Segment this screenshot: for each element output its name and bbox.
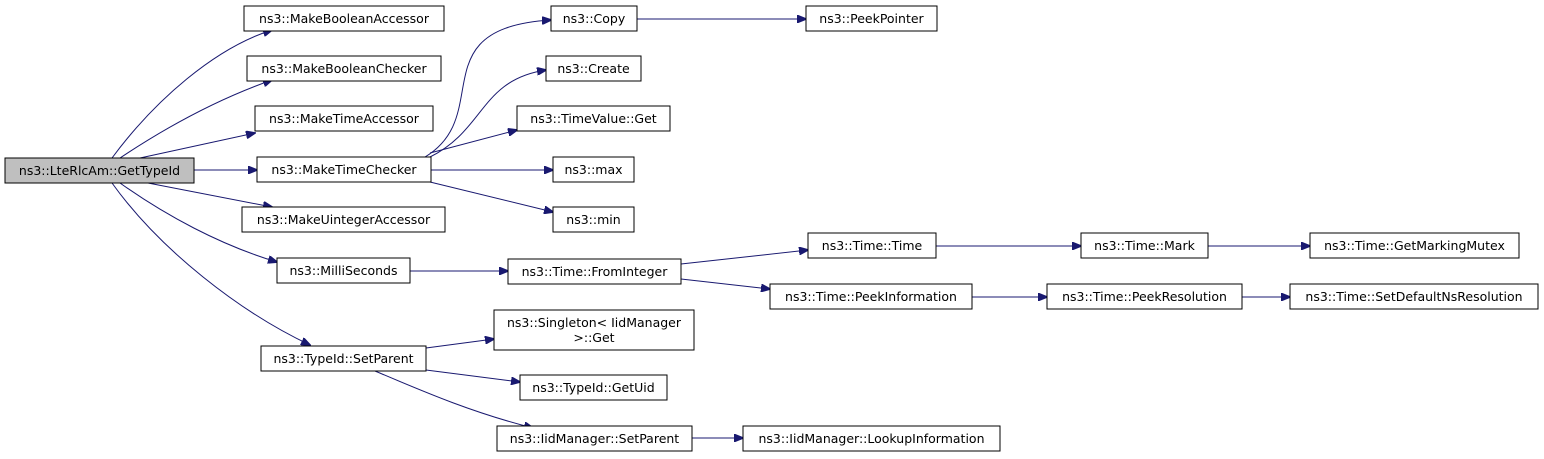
node-max[interactable]: ns3::max xyxy=(552,156,635,183)
node-singleton-get-label-line2: >::Get xyxy=(573,330,614,345)
node-make-boolean-accessor[interactable]: ns3::MakeBooleanAccessor xyxy=(243,5,445,32)
node-time-time-label: ns3::Time::Time xyxy=(822,238,923,253)
node-copy[interactable]: ns3::Copy xyxy=(550,5,638,32)
node-iidmanager-lookup-information-label: ns3::IidManager::LookupInformation xyxy=(758,431,984,446)
node-typeid-setparent[interactable]: ns3::TypeId::SetParent xyxy=(260,345,427,372)
edge-setparent-iidmanager-setparent xyxy=(374,370,533,428)
node-max-label: ns3::max xyxy=(564,162,622,177)
node-time-peek-information-label: ns3::Time::PeekInformation xyxy=(785,289,957,304)
node-milliseconds[interactable]: ns3::MilliSeconds xyxy=(276,257,411,284)
edge-root-make-uinteger-accessor xyxy=(147,182,272,207)
edge-timechecker-copy xyxy=(424,20,551,158)
edge-frominteger-peekinformation xyxy=(680,278,770,289)
node-root-label: ns3::LteRlcAm::GetTypeId xyxy=(19,163,180,178)
node-make-boolean-accessor-label: ns3::MakeBooleanAccessor xyxy=(259,11,430,26)
node-make-boolean-checker[interactable]: ns3::MakeBooleanChecker xyxy=(246,55,442,82)
edge-root-make-boolean-accessor xyxy=(111,30,272,159)
node-min-label: ns3::min xyxy=(566,212,620,227)
node-make-time-checker-label: ns3::MakeTimeChecker xyxy=(271,162,417,177)
node-copy-label: ns3::Copy xyxy=(563,11,626,26)
node-create[interactable]: ns3::Create xyxy=(545,55,642,82)
edge-setparent-getuid xyxy=(425,369,520,382)
edge-timechecker-create xyxy=(429,70,546,158)
node-time-mark-label: ns3::Time::Mark xyxy=(1094,238,1195,253)
node-time-peek-resolution[interactable]: ns3::Time::PeekResolution xyxy=(1046,283,1243,310)
edge-root-typeid-setparent xyxy=(111,182,310,345)
node-peek-pointer-label: ns3::PeekPointer xyxy=(819,11,924,26)
node-create-label: ns3::Create xyxy=(557,61,630,76)
node-make-boolean-checker-label: ns3::MakeBooleanChecker xyxy=(261,61,427,76)
node-make-time-checker[interactable]: ns3::MakeTimeChecker xyxy=(256,156,432,183)
node-typeid-getuid[interactable]: ns3::TypeId::GetUid xyxy=(519,374,668,401)
node-time-from-integer-label: ns3::Time::FromInteger xyxy=(522,264,669,279)
node-typeid-getuid-label: ns3::TypeId::GetUid xyxy=(532,380,654,395)
node-time-peek-resolution-label: ns3::Time::PeekResolution xyxy=(1062,289,1227,304)
edge-root-make-boolean-checker xyxy=(119,80,272,159)
edge-timechecker-timevalue-get xyxy=(429,130,517,154)
node-make-uinteger-accessor[interactable]: ns3::MakeUintegerAccessor xyxy=(241,206,446,233)
node-timevalue-get[interactable]: ns3::TimeValue::Get xyxy=(516,105,671,132)
edge-frominteger-timetime xyxy=(680,250,808,265)
node-iidmanager-setparent-label: ns3::IidManager::SetParent xyxy=(510,431,680,446)
edge-root-milliseconds xyxy=(119,182,277,262)
node-make-uinteger-accessor-label: ns3::MakeUintegerAccessor xyxy=(257,212,431,227)
node-typeid-setparent-label: ns3::TypeId::SetParent xyxy=(273,351,413,366)
node-time-mark[interactable]: ns3::Time::Mark xyxy=(1080,232,1209,259)
node-singleton-get[interactable]: ns3::Singleton< IidManager >::Get xyxy=(493,309,695,351)
edges xyxy=(111,19,1310,438)
node-peek-pointer[interactable]: ns3::PeekPointer xyxy=(805,5,938,32)
node-make-time-accessor[interactable]: ns3::MakeTimeAccessor xyxy=(254,105,434,132)
edge-timechecker-min xyxy=(429,181,553,212)
nodes: ns3::LteRlcAm::GetTypeId ns3::MakeBoolea… xyxy=(4,5,1539,452)
node-singleton-get-label-line1: ns3::Singleton< IidManager xyxy=(507,315,682,330)
node-time-time[interactable]: ns3::Time::Time xyxy=(807,232,937,259)
node-milliseconds-label: ns3::MilliSeconds xyxy=(289,263,397,278)
node-time-set-default-ns-resolution-label: ns3::Time::SetDefaultNsResolution xyxy=(1305,289,1522,304)
node-time-from-integer[interactable]: ns3::Time::FromInteger xyxy=(507,258,682,285)
node-time-set-default-ns-resolution[interactable]: ns3::Time::SetDefaultNsResolution xyxy=(1289,283,1539,310)
node-timevalue-get-label: ns3::TimeValue::Get xyxy=(530,111,657,126)
node-root[interactable]: ns3::LteRlcAm::GetTypeId xyxy=(4,157,195,184)
node-make-time-accessor-label: ns3::MakeTimeAccessor xyxy=(269,111,420,126)
node-time-get-marking-mutex-label: ns3::Time::GetMarkingMutex xyxy=(1324,238,1505,253)
node-time-get-marking-mutex[interactable]: ns3::Time::GetMarkingMutex xyxy=(1309,232,1520,259)
node-iidmanager-setparent[interactable]: ns3::IidManager::SetParent xyxy=(496,425,693,452)
edge-root-make-time-accessor xyxy=(139,133,255,159)
edge-setparent-singleton-get xyxy=(425,339,494,349)
node-min[interactable]: ns3::min xyxy=(552,206,635,233)
node-time-peek-information[interactable]: ns3::Time::PeekInformation xyxy=(769,283,973,310)
node-iidmanager-lookup-information[interactable]: ns3::IidManager::LookupInformation xyxy=(742,425,1001,452)
